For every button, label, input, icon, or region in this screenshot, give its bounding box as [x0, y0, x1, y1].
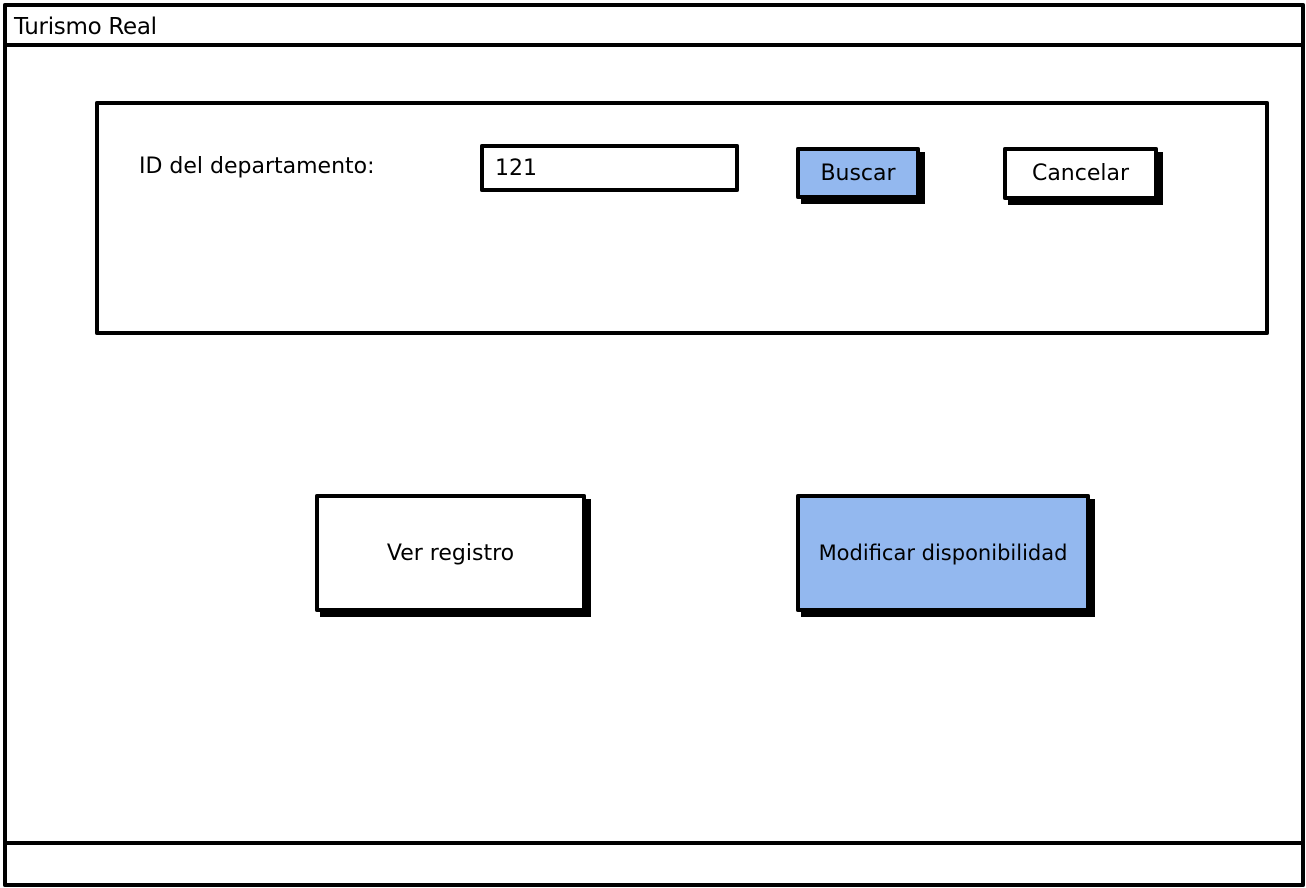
- view-record-button-label: Ver registro: [386, 540, 515, 566]
- status-bar: [7, 841, 1301, 883]
- cancel-button-label: Cancelar: [1031, 161, 1130, 186]
- window-title: Turismo Real: [14, 14, 157, 40]
- search-panel: [95, 101, 1269, 335]
- title-bar: Turismo Real: [7, 7, 1301, 47]
- modify-availability-button[interactable]: Modificar disponibilidad: [796, 494, 1090, 612]
- search-button-label: Buscar: [820, 160, 896, 186]
- department-id-input[interactable]: [480, 144, 739, 192]
- search-button[interactable]: Buscar: [796, 147, 920, 199]
- cancel-button[interactable]: Cancelar: [1003, 147, 1158, 200]
- view-record-button[interactable]: Ver registro: [315, 494, 586, 612]
- department-id-label: ID del departamento:: [139, 154, 375, 179]
- modify-availability-button-label: Modificar disponibilidad: [818, 541, 1068, 565]
